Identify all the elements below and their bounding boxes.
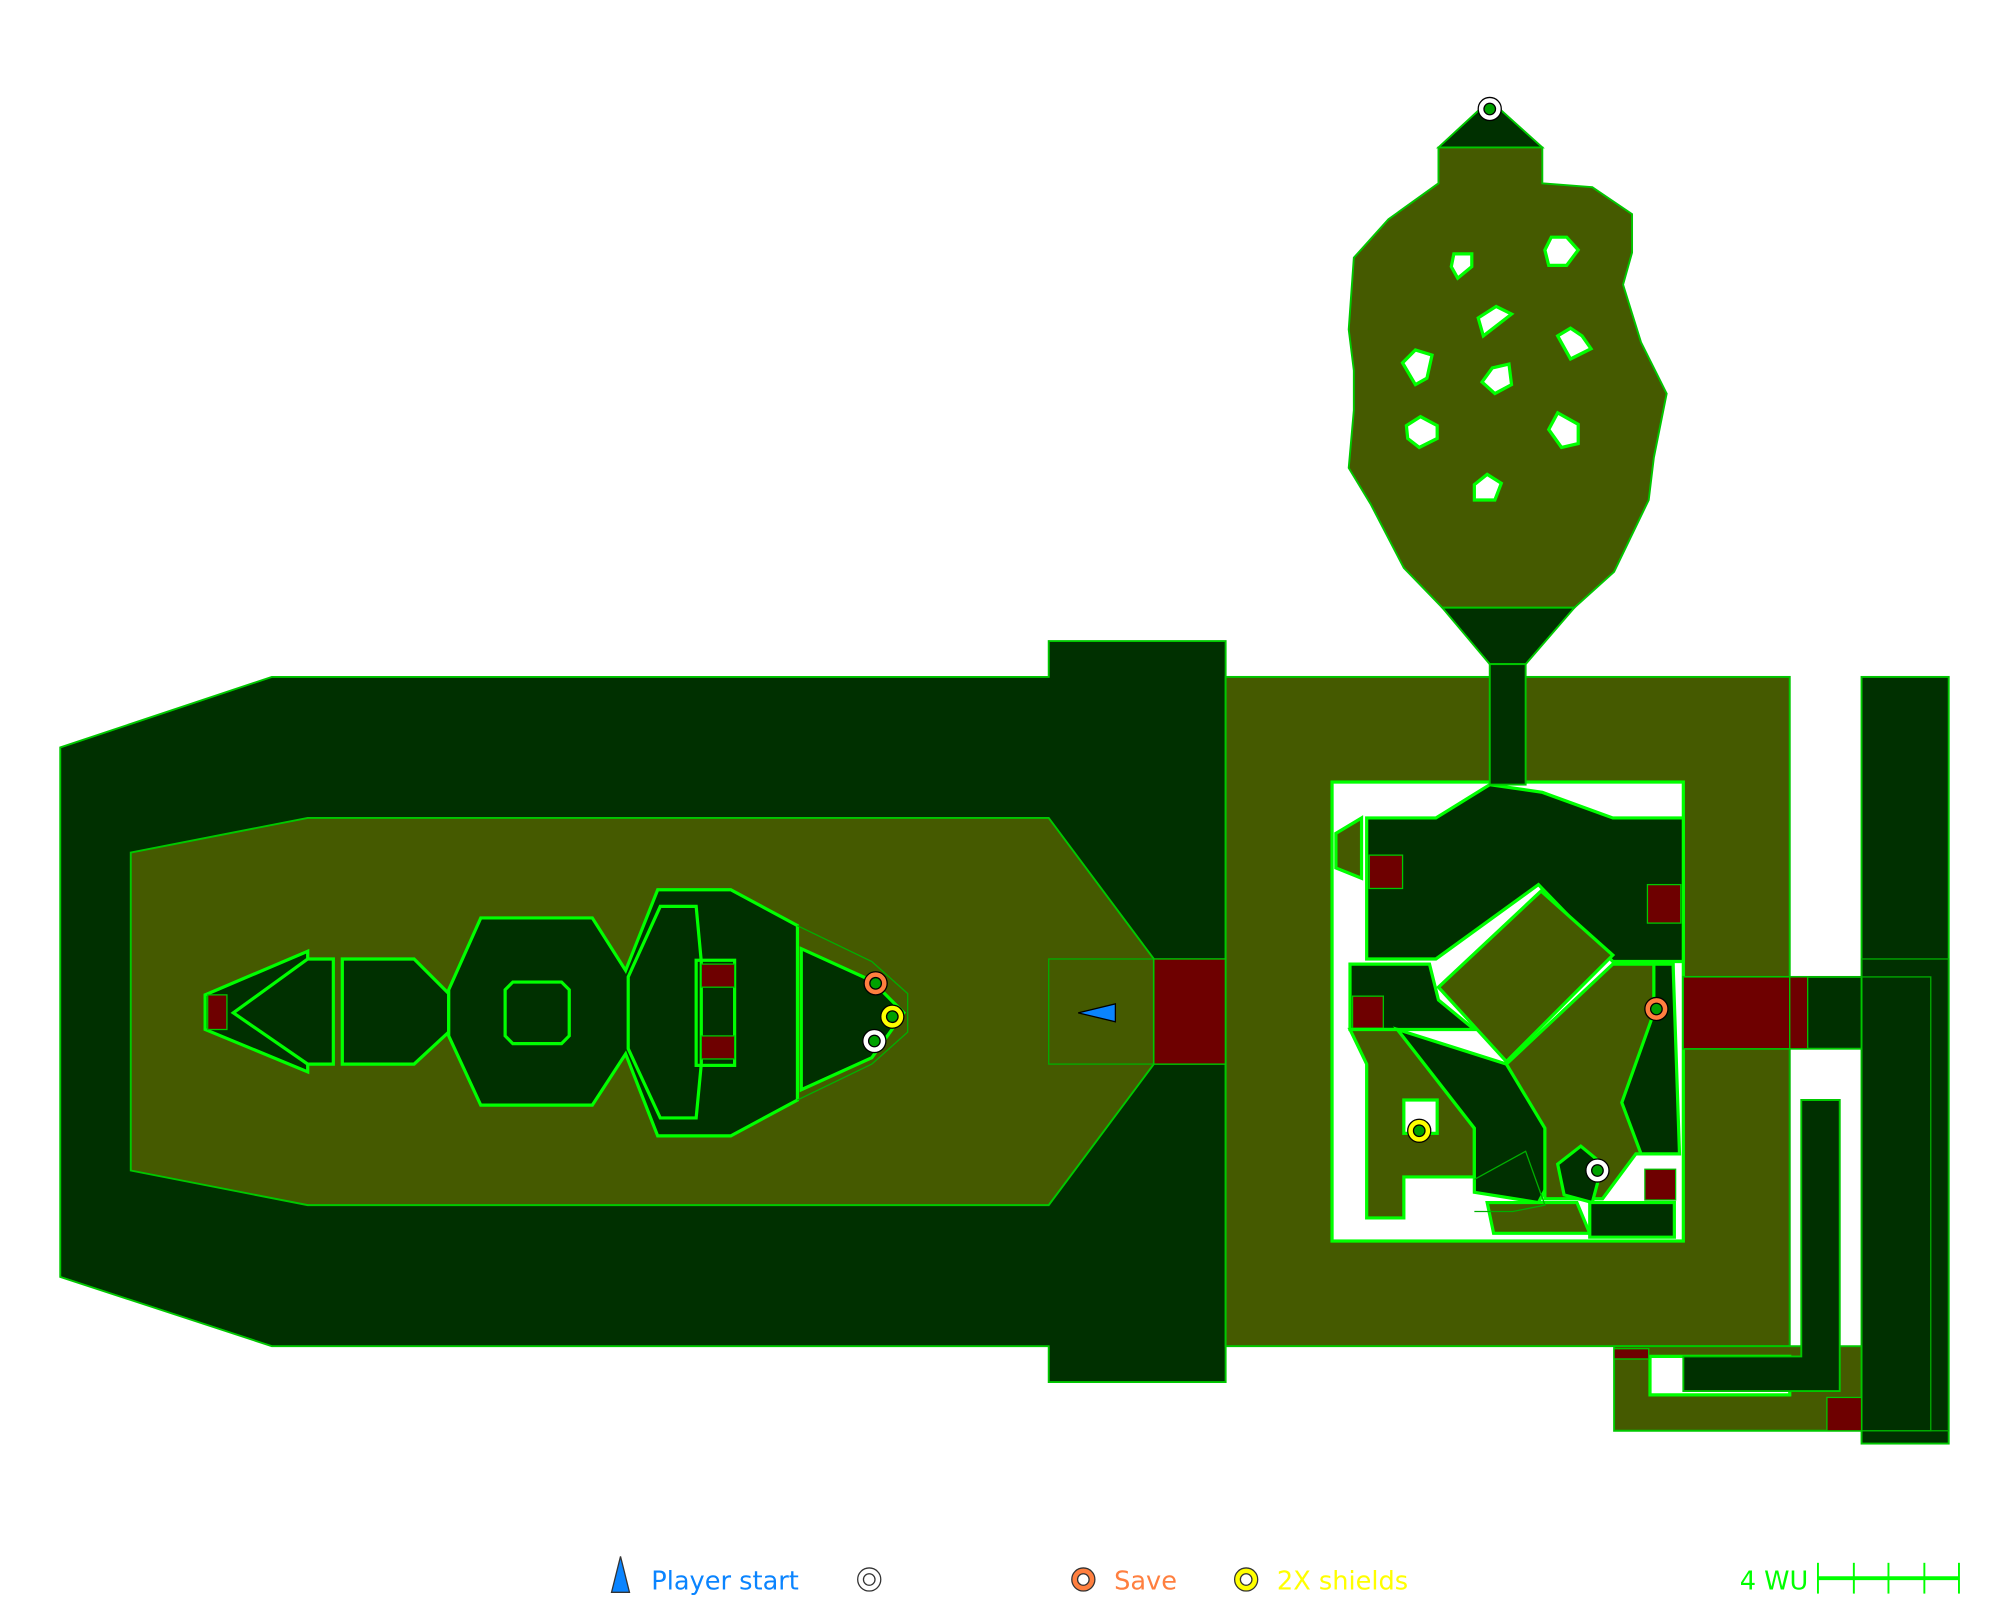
door (1351, 995, 1384, 1029)
item-marker[interactable] (1585, 1158, 1610, 1183)
central-structure (203, 888, 909, 1138)
item-legend-icon (857, 1567, 882, 1592)
door (1613, 1348, 1650, 1360)
north-tower (1347, 98, 1668, 786)
east-zone (1224, 675, 1791, 1348)
save-marker[interactable] (1644, 996, 1669, 1022)
shields-legend-icon (1233, 1567, 1259, 1592)
legend-save: Save (1114, 1567, 1177, 1597)
legend: Player start Save 2X shields 4 WU (610, 1556, 1960, 1597)
scale-bar (1816, 1562, 1960, 1594)
door (1826, 1396, 1863, 1432)
shields-marker[interactable] (880, 1004, 905, 1029)
central-diamond (1436, 888, 1616, 1064)
door (700, 1035, 736, 1060)
door (1153, 958, 1227, 1065)
scale-label: 4 WU (1740, 1567, 1809, 1597)
save-marker[interactable] (863, 971, 888, 996)
player-start-legend-icon (610, 1556, 631, 1593)
player-start-icon (1078, 1003, 1117, 1023)
save-legend-icon (1071, 1567, 1096, 1592)
item-marker[interactable] (862, 1028, 887, 1054)
markers (862, 96, 1669, 1183)
door (207, 994, 228, 1031)
shields-marker[interactable] (1407, 1118, 1432, 1143)
door (700, 963, 736, 988)
door (1682, 976, 1791, 1050)
east-annex (1613, 675, 1950, 1445)
door (1789, 976, 1809, 1050)
legend-shields: 2X shields (1277, 1567, 1408, 1597)
door (1646, 883, 1682, 924)
door (1644, 1168, 1677, 1201)
door (1368, 854, 1404, 890)
item-marker[interactable] (1477, 96, 1502, 122)
legend-player-start: Player start (651, 1567, 799, 1597)
